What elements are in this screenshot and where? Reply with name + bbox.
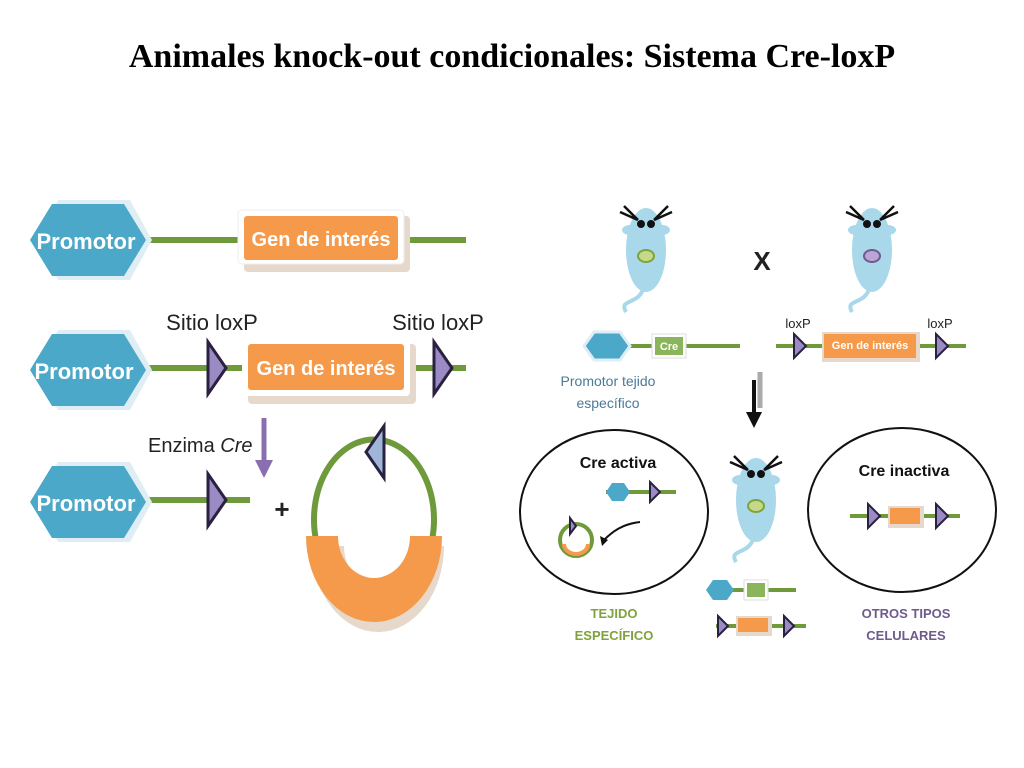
cre-inactive-label: Cre inactiva xyxy=(859,463,950,480)
gene-box: Gen de interés xyxy=(242,338,416,404)
cre-active-cell: Cre activa TEJIDO ESPECÍFICO xyxy=(519,429,709,643)
excised-circle xyxy=(306,421,444,632)
enzyme-label: Enzima Cre xyxy=(148,435,253,457)
tissue-promoter-label-2: específico xyxy=(576,395,639,411)
row-3-construct: Promotor + xyxy=(30,462,290,542)
mouse-offspring xyxy=(729,455,783,563)
promoter-hexagon: Promotor xyxy=(30,330,152,410)
tissue-label-2: ESPECÍFICO xyxy=(575,628,654,643)
promoter-label: Promotor xyxy=(37,229,136,254)
cre-inactive-cell: Cre inactiva OTROS TIPOS CELULARES xyxy=(807,427,997,643)
row-2-construct: Promotor Sitio loxP Gen de interés Sitio… xyxy=(30,310,484,410)
tissue-label-1: TEJIDO xyxy=(591,606,638,621)
gene-label: Gen de interés xyxy=(252,229,391,251)
promoter-hexagon: Promotor xyxy=(30,200,152,280)
loxp-triangle-right xyxy=(432,337,454,399)
loxp-site-label-left: Sitio loxP xyxy=(166,310,258,335)
promoter-label: Promotor xyxy=(35,359,134,384)
loxp-triangle-left xyxy=(206,337,228,399)
cross-symbol: X xyxy=(753,246,771,276)
offspring-constructs xyxy=(706,579,806,639)
other-cells-label-1: OTROS TIPOS xyxy=(862,606,951,621)
mouse-cre xyxy=(619,205,673,313)
loxp-site-label-right: Sitio loxP xyxy=(392,310,484,335)
slide-title: Animales knock-out condicionales: Sistem… xyxy=(128,38,896,75)
loxp-label-right: loxP xyxy=(927,316,952,331)
cre-enzyme-arrow: Enzima Cre xyxy=(148,418,273,478)
promoter-label: Promotor xyxy=(37,491,136,516)
loxp-triangle xyxy=(364,421,386,483)
cre-construct: Cre Promotor tejido específico xyxy=(561,330,740,411)
loxp-triangle xyxy=(206,469,228,531)
cre-box-label: Cre xyxy=(660,341,678,353)
cre-active-label: Cre activa xyxy=(580,455,657,472)
excised-gene-arc xyxy=(306,536,442,622)
tissue-promoter-label-1: Promotor tejido xyxy=(561,373,656,389)
other-cells-label-2: CELULARES xyxy=(866,628,946,643)
tissue-promoter-hexagon xyxy=(582,330,632,362)
plus-sign: + xyxy=(274,494,289,524)
loxp-label-left: loxP xyxy=(785,316,810,331)
floxed-construct: loxP Gen de interés loxP xyxy=(776,316,966,362)
mouse-floxed xyxy=(845,205,899,313)
cross-result-arrow xyxy=(746,372,763,428)
gene-box: Gen de interés xyxy=(237,209,410,272)
small-gene-label: Gen de interés xyxy=(832,340,908,352)
row-1-construct: Promotor Gen de interés xyxy=(30,200,466,280)
gene-label: Gen de interés xyxy=(257,358,396,380)
promoter-hexagon: Promotor xyxy=(30,462,152,542)
